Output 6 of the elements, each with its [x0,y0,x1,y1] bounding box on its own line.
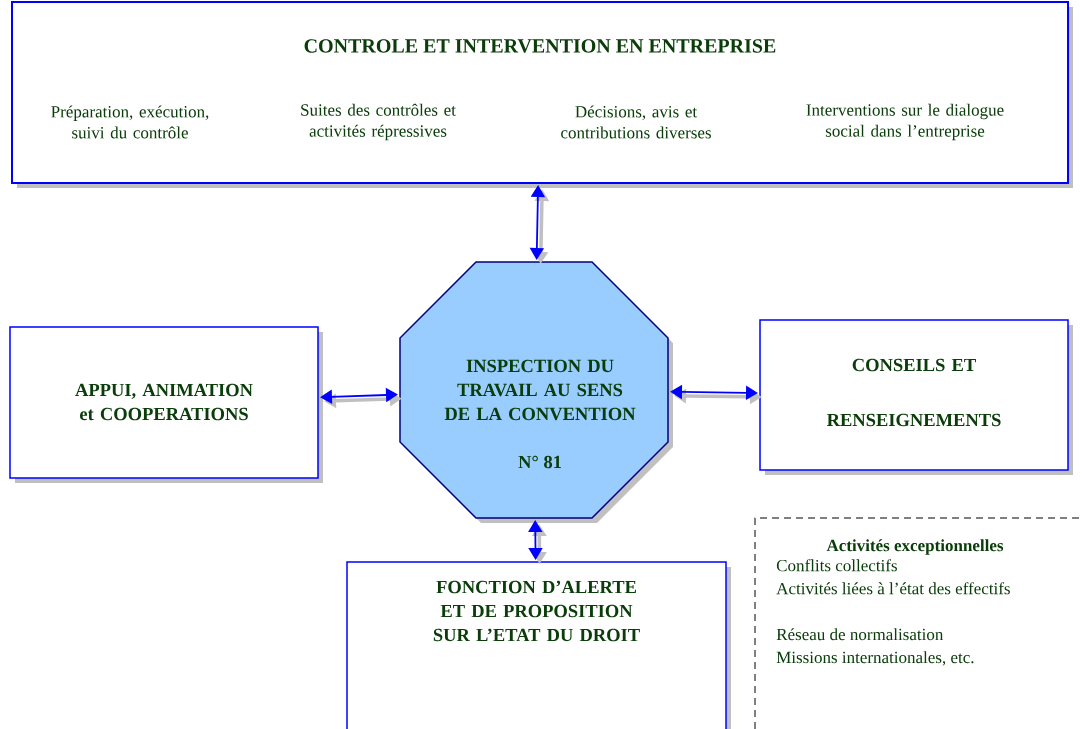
process-box: APPUI, ANIMATION et COOPERATIONS [9,326,323,483]
process-box: CONTROLE ET INTERVENTION EN ENTREPRISE Préparation, exécution, suivi du contrôle Suites des contrôles et activités répressives Décisions, avis et contributions diverses Interventions sur le dialogue social dans l’entreprise [11,1,1073,188]
process-box: CONSEILS ET RENSEIGNEMENTS [759,319,1073,475]
process-box: FONCTION D’ALERTE ET DE PROPOSITION SUR L’ETAT DU DROIT [346,561,731,729]
note-box: Activités exceptionnelles Conflits collectifs Activités liées à l’état des effectifs Réseau de normalisation Missions internationales, etc. [754,517,1082,729]
octagon: INSPECTION DU TRAVAIL AU SENS DE LA CONVENTION N° 81 [399,261,673,523]
